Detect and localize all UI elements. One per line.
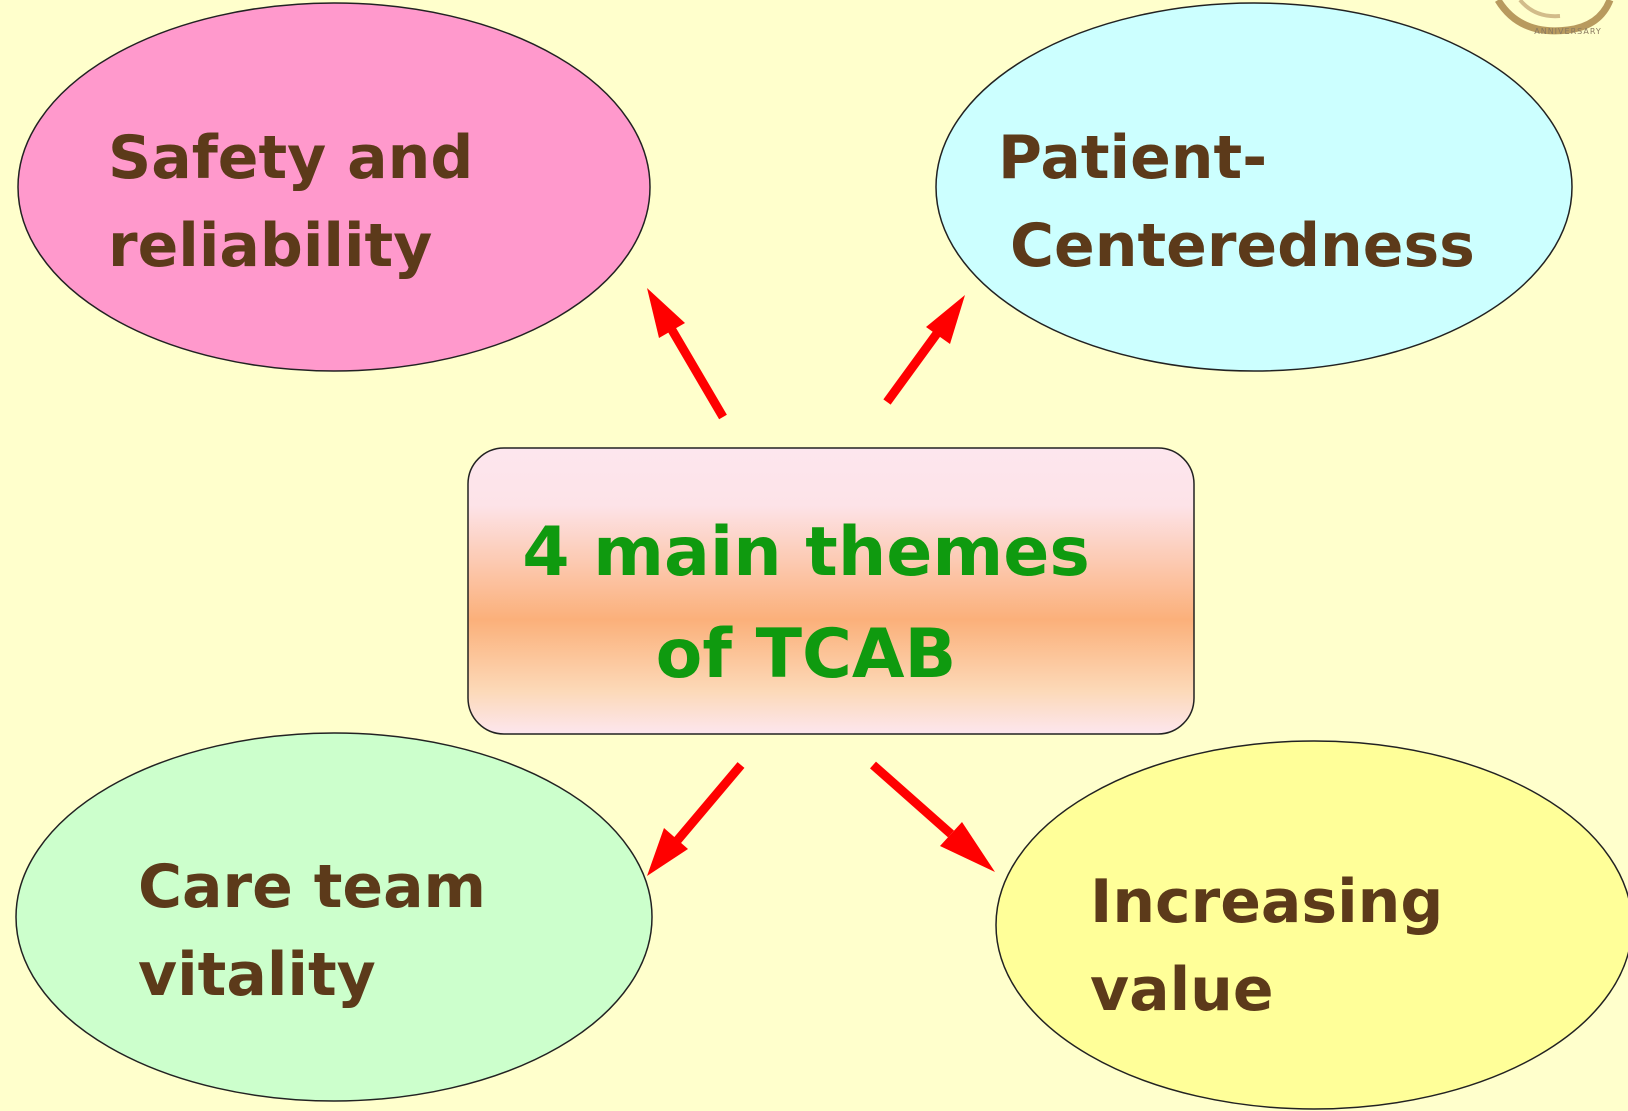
central-box xyxy=(467,447,1195,735)
patient-label-line1: Patient- xyxy=(998,123,1267,193)
arrow-to-care-team xyxy=(647,762,745,876)
arrows xyxy=(647,288,995,876)
arrowhead-icon xyxy=(647,828,688,876)
theme-care-team-vitality: Care team vitality xyxy=(15,732,653,1102)
arrow-to-safety xyxy=(647,288,727,420)
arrow-to-value xyxy=(870,761,995,872)
central-title-line2: of TCAB xyxy=(656,615,957,694)
value-ellipse xyxy=(995,740,1628,1110)
logo-swoosh-icon xyxy=(1495,0,1614,35)
care-team-label-line1: Care team xyxy=(138,852,486,922)
value-label-line1: Increasing xyxy=(1090,867,1443,937)
arrowhead-icon xyxy=(940,822,995,872)
safety-ellipse xyxy=(17,2,651,372)
logo-text: ANNIVERSARY xyxy=(1534,27,1602,36)
arrowhead-icon xyxy=(926,295,965,344)
theme-safety-reliability: Safety and reliability xyxy=(17,2,651,372)
safety-label-line1: Safety and xyxy=(108,123,473,193)
theme-increasing-value: Increasing value xyxy=(995,740,1628,1110)
value-label-line2: value xyxy=(1090,955,1274,1025)
central-title-line1: 4 main themes xyxy=(522,513,1090,592)
central-theme-box: 4 main themes of TCAB xyxy=(467,447,1195,735)
logo-swoosh-inner-icon xyxy=(1518,0,1561,19)
anniversary-logo: ANNIVERSARY xyxy=(1495,0,1614,36)
theme-patient-centeredness: Patient- Centeredness xyxy=(935,2,1573,372)
care-team-ellipse xyxy=(15,732,653,1102)
arrow-to-patient xyxy=(883,295,965,405)
arrowhead-icon xyxy=(647,288,685,338)
patient-label-line2: Centeredness xyxy=(1010,211,1475,281)
patient-ellipse xyxy=(935,2,1573,372)
safety-label-line2: reliability xyxy=(108,211,432,281)
care-team-label-line2: vitality xyxy=(138,940,376,1010)
